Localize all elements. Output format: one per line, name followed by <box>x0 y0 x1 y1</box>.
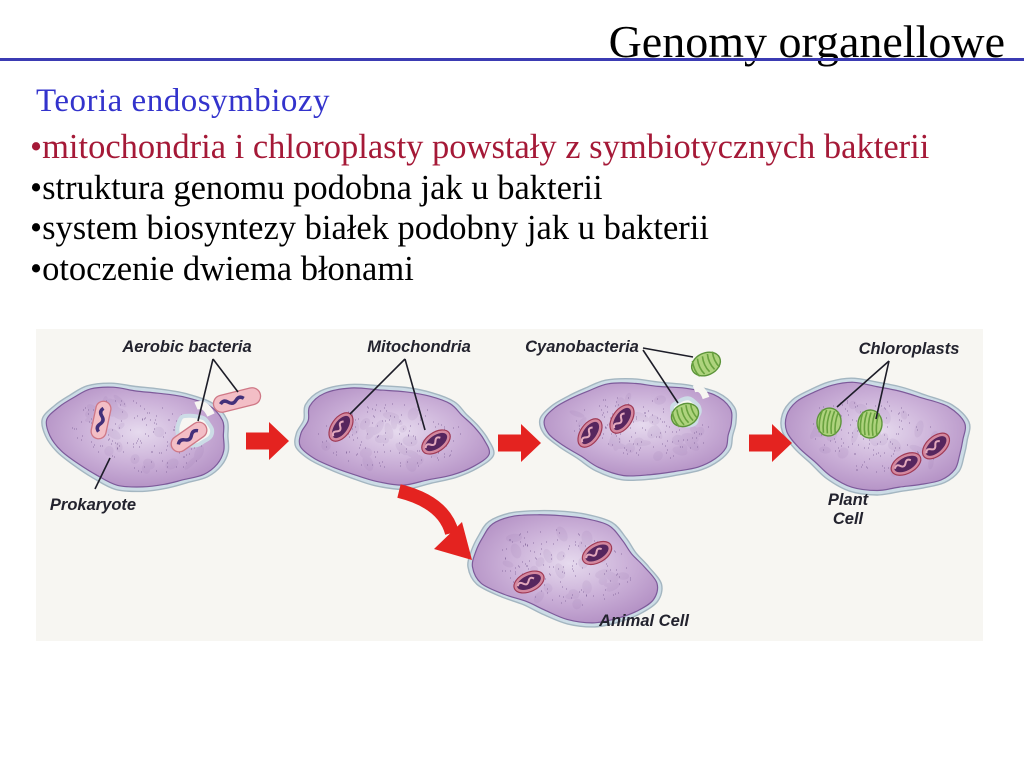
svg-text:Mitochondria: Mitochondria <box>367 338 471 356</box>
svg-text:Prokaryote: Prokaryote <box>50 496 136 514</box>
svg-text:Aerobic bacteria: Aerobic bacteria <box>121 338 251 356</box>
svg-text:Plant: Plant <box>828 491 870 509</box>
svg-text:Animal Cell: Animal Cell <box>598 612 689 630</box>
svg-text:Cyanobacteria: Cyanobacteria <box>525 338 639 356</box>
svg-text:Chloroplasts: Chloroplasts <box>859 340 960 358</box>
svg-text:Cell: Cell <box>833 510 864 528</box>
